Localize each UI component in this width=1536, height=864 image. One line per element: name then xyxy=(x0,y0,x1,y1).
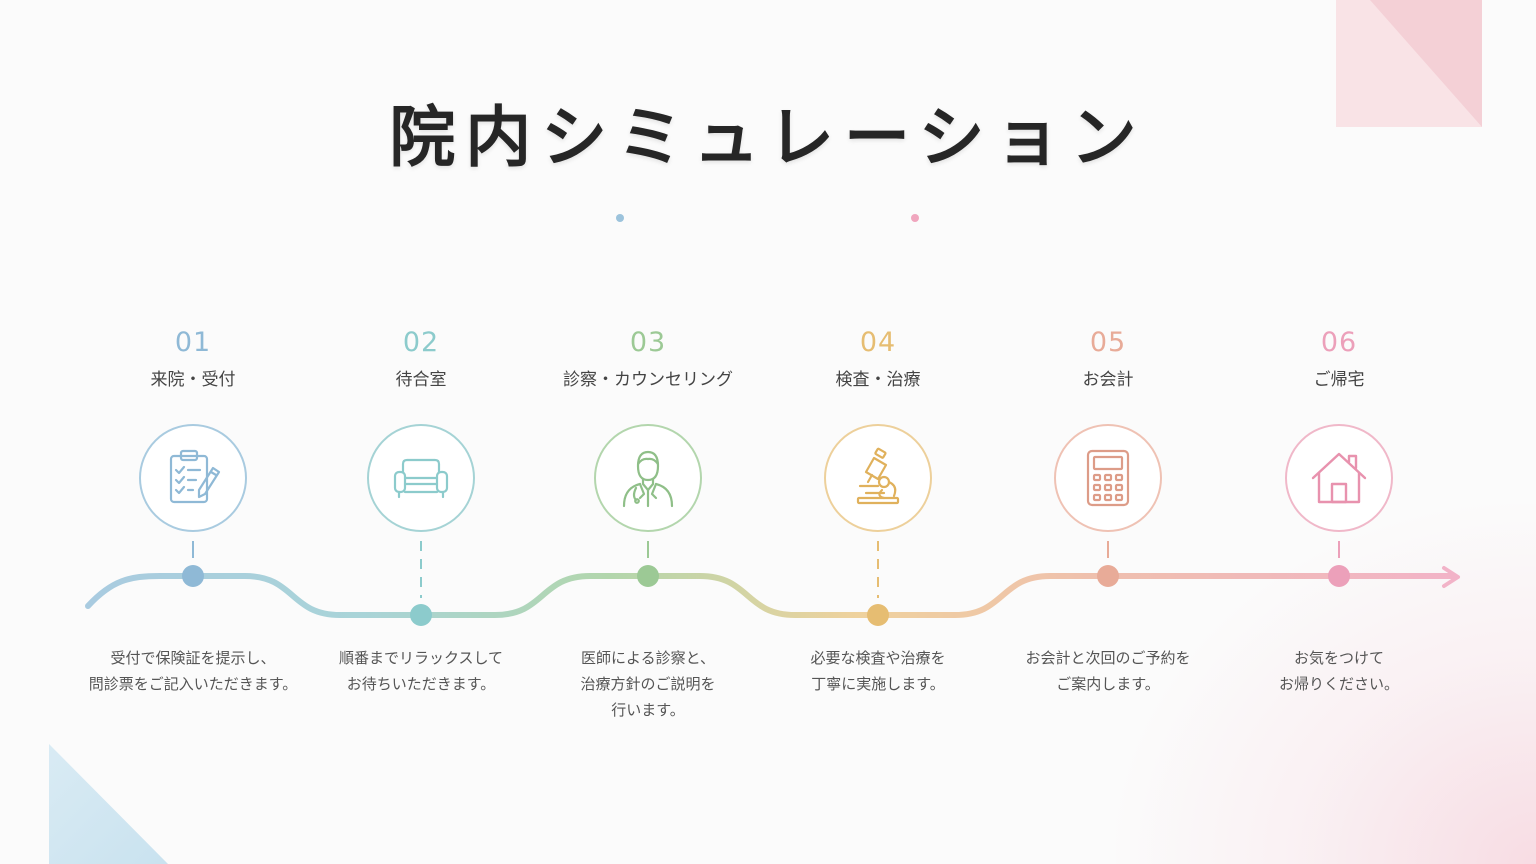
divider-dot-left xyxy=(616,214,624,222)
step-03: 03 診察・カウンセリング 医師による診察と、 治療方針のご説明を 行います。 xyxy=(528,320,768,719)
step-description: 順番までリラックスして お待ちいただきます。 xyxy=(338,649,504,693)
step-title: 検査・治療 xyxy=(835,370,921,390)
step-number: 02 xyxy=(402,327,440,358)
divider-dot-right xyxy=(911,214,919,222)
node-05 xyxy=(1097,565,1119,587)
house-icon xyxy=(1311,452,1367,504)
step-04: 04 検査・治療 必要な検査や治療を 丁寧に実施します。 xyxy=(758,320,998,693)
node-02 xyxy=(410,604,432,626)
node-03 xyxy=(637,565,659,587)
step-icon-circle xyxy=(594,424,702,532)
step-icon-circle xyxy=(824,424,932,532)
timeline-arrow-head xyxy=(1442,566,1460,588)
microscope-icon xyxy=(856,447,900,505)
step-06: 06 ご帰宅 お気をつけて お帰りください。 xyxy=(1219,320,1459,693)
step-number: 06 xyxy=(1320,327,1358,358)
step-title: 来院・受付 xyxy=(150,370,236,390)
timeline-curve xyxy=(85,573,1455,618)
node-06 xyxy=(1328,565,1350,587)
step-icon-circle xyxy=(367,424,475,532)
step-number: 04 xyxy=(859,327,897,358)
step-title: 待合室 xyxy=(395,370,447,390)
title-divider xyxy=(616,214,919,222)
step-description: お会計と次回のご予約を ご案内します。 xyxy=(1025,649,1191,693)
clipboard-icon xyxy=(169,449,221,504)
step-02: 02 待合室 順番までリラックスして お待ちいただきます。 xyxy=(301,320,541,693)
step-description: お気をつけて お帰りください。 xyxy=(1278,649,1399,693)
bottom-right-glow xyxy=(1116,504,1536,864)
step-05: 05 お会計 お会計と次回のご予約を ご案内します。 xyxy=(988,320,1228,693)
doctor-icon xyxy=(622,450,674,508)
step-number: 01 xyxy=(174,327,212,358)
step-number: 05 xyxy=(1089,327,1127,358)
step-01: 01 来院・受付 受付で保険証を提示し、 問診票をご記入いただきます。 xyxy=(73,320,313,693)
step-number: 03 xyxy=(629,327,667,358)
step-icon-circle xyxy=(1054,424,1162,532)
step-description: 医師による診察と、 治療方針のご説明を 行います。 xyxy=(580,649,716,719)
step-description: 必要な検査や治療を 丁寧に実施します。 xyxy=(810,649,946,693)
step-title: ご帰宅 xyxy=(1313,370,1365,390)
step-title: 診察・カウンセリング xyxy=(563,370,733,390)
calculator-icon xyxy=(1086,449,1130,507)
sofa-icon xyxy=(393,458,449,499)
page-title: 院内シミュレーション xyxy=(389,98,1147,176)
step-icon-circle xyxy=(139,424,247,532)
step-description: 受付で保険証を提示し、 問診票をご記入いただきます。 xyxy=(88,649,298,693)
step-icon-circle xyxy=(1285,424,1393,532)
node-01 xyxy=(182,565,204,587)
step-title: お会計 xyxy=(1082,370,1134,390)
node-04 xyxy=(867,604,889,626)
